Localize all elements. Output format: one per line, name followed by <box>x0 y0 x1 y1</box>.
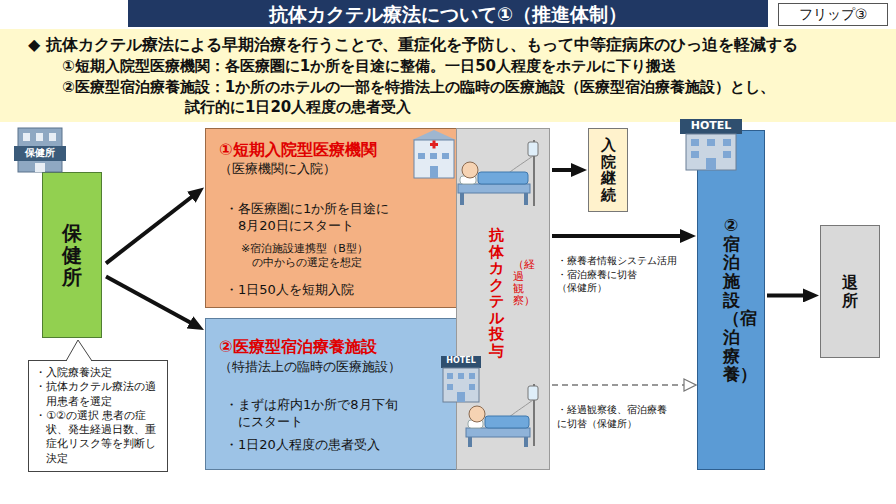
bed <box>458 184 530 193</box>
window <box>458 373 464 379</box>
window <box>442 153 449 159</box>
box-text: ・1日20人程度の患者受入 <box>225 437 380 454</box>
window <box>430 153 437 159</box>
flow-arrow <box>767 293 807 297</box>
flow-arrow <box>552 234 684 238</box>
pointer-outline <box>66 340 92 361</box>
building <box>443 368 479 402</box>
window <box>691 139 699 146</box>
cross <box>433 141 436 149</box>
box-text: （経過観察） <box>513 259 524 307</box>
box-text: ・まずは府内1か所で8月下旬 にスタート <box>225 397 440 431</box>
window <box>707 139 715 146</box>
box-text: ①短期入院型医療機関：各医療圏に1か所を目途に整備。一日50人程度をホテルに下り… <box>62 57 890 77</box>
window <box>418 153 425 159</box>
sign <box>441 356 481 368</box>
box-heading: ②医療型宿泊療養施設 <box>219 337 377 358</box>
head <box>469 406 485 422</box>
box-text: ・抗体カクテル療法の適用患者を選定 <box>35 380 161 409</box>
note-callout: ・入院療養決定・抗体カクテル療法の適用患者を選定・①②の選択 患者の症状、発生経… <box>28 360 168 472</box>
blanket <box>485 416 529 428</box>
building <box>414 140 454 178</box>
sign <box>680 119 742 134</box>
window <box>469 373 475 379</box>
window <box>691 151 699 158</box>
building <box>686 134 736 170</box>
hospital-icon <box>412 130 456 178</box>
window <box>447 384 453 390</box>
continue-box: 入院継続 <box>588 128 628 212</box>
blanket <box>478 172 528 184</box>
arrow-note: ・経過観察後、宿泊療養 に切替（保健所） <box>557 403 685 430</box>
window <box>447 373 453 379</box>
flow-arrow <box>106 277 193 325</box>
icon-sign: 保健所 <box>14 147 66 160</box>
box-heading: ①短期入院型医療機関 <box>219 140 377 161</box>
bed-leg <box>468 437 472 447</box>
patient-in-bed <box>458 140 538 206</box>
box-text: （医療機関に入院） <box>219 161 336 178</box>
door <box>35 163 45 172</box>
window <box>723 151 731 158</box>
iv-bag <box>528 386 538 400</box>
door <box>457 392 465 402</box>
head <box>462 162 478 178</box>
patient-in-bed <box>466 384 538 447</box>
box-heading: 抗体カクテル投与 <box>489 227 504 359</box>
window <box>36 133 43 141</box>
door <box>430 166 438 178</box>
arrow-note: ・療養者情報システム活用 ・宿泊療養に切替 （保健所） <box>557 254 685 295</box>
box-text: ・1日50人を短期入院 <box>225 282 354 299</box>
box-heading: フリップ③ <box>799 5 868 23</box>
sign-band <box>14 146 66 161</box>
bed-leg <box>524 193 528 205</box>
window <box>469 384 475 390</box>
roof <box>412 130 456 140</box>
iv-bag <box>528 142 538 156</box>
box-text: ・各医療圏に1か所を目途に 8月20日にスタート <box>225 201 430 235</box>
health-center-icon <box>14 128 66 172</box>
flip-tag: フリップ③ <box>778 3 888 26</box>
box-heading: ◆ 抗体カクテル療法による早期治療を行うことで、重症化を予防し、もって中等症病床… <box>28 35 892 56</box>
bed-leg <box>524 437 528 447</box>
box-text: ※宿泊施設連携型（B型） の中からの選定を想定 <box>241 242 413 271</box>
window <box>49 133 56 141</box>
box-text: ・①②の選択 患者の症状、発生経過日数、重症化リスク等を判断し決定 <box>35 409 161 466</box>
hotel-icon <box>441 356 481 402</box>
box-heading: 入院継続 <box>601 137 616 203</box>
door <box>706 158 716 170</box>
box-heading: 退所 <box>842 274 858 309</box>
flow-arrow <box>552 168 575 172</box>
box-heading: ・入院療養決定 <box>35 366 161 380</box>
icon-sign: HOTEL <box>441 356 481 366</box>
icon-sign: HOTEL <box>680 119 742 133</box>
bed <box>466 428 530 437</box>
bed-leg <box>460 193 464 205</box>
hotel-icon <box>680 119 742 170</box>
box-text: （特措法上の臨時の医療施設） <box>219 359 401 376</box>
flow-arrow <box>552 384 685 386</box>
window <box>23 133 30 141</box>
medical-hotel-box: ②医療型宿泊療養施設（特措法上の臨時の医療施設） ・まずは府内1か所で8月下旬 に… <box>205 318 462 470</box>
box-heading: ②宿泊施設（宿泊療養） <box>723 216 740 384</box>
hotel-stay-box: ②宿泊施設（宿泊療養） <box>697 130 765 470</box>
callout-pointer <box>66 340 92 362</box>
box-text: ②医療型宿泊療養施設：1か所のホテルの一部を特措法上の臨時の医療施設（医療型宿泊… <box>62 78 842 117</box>
box-heading: 保健所 <box>62 222 82 288</box>
flow-arrow <box>106 195 195 264</box>
iv-tube <box>508 400 533 418</box>
summary-band: ◆ 抗体カクテル療法による早期治療を行うことで、重症化を予防し、もって中等症病床… <box>0 29 896 122</box>
health-center-box: 保健所 <box>42 172 102 338</box>
pointer-fill <box>66 340 92 362</box>
title-bar <box>128 0 768 27</box>
discharge-box: 退所 <box>820 225 880 358</box>
slide-title: 抗体カクテル療法について①（推進体制） <box>128 2 768 27</box>
window <box>723 139 731 146</box>
